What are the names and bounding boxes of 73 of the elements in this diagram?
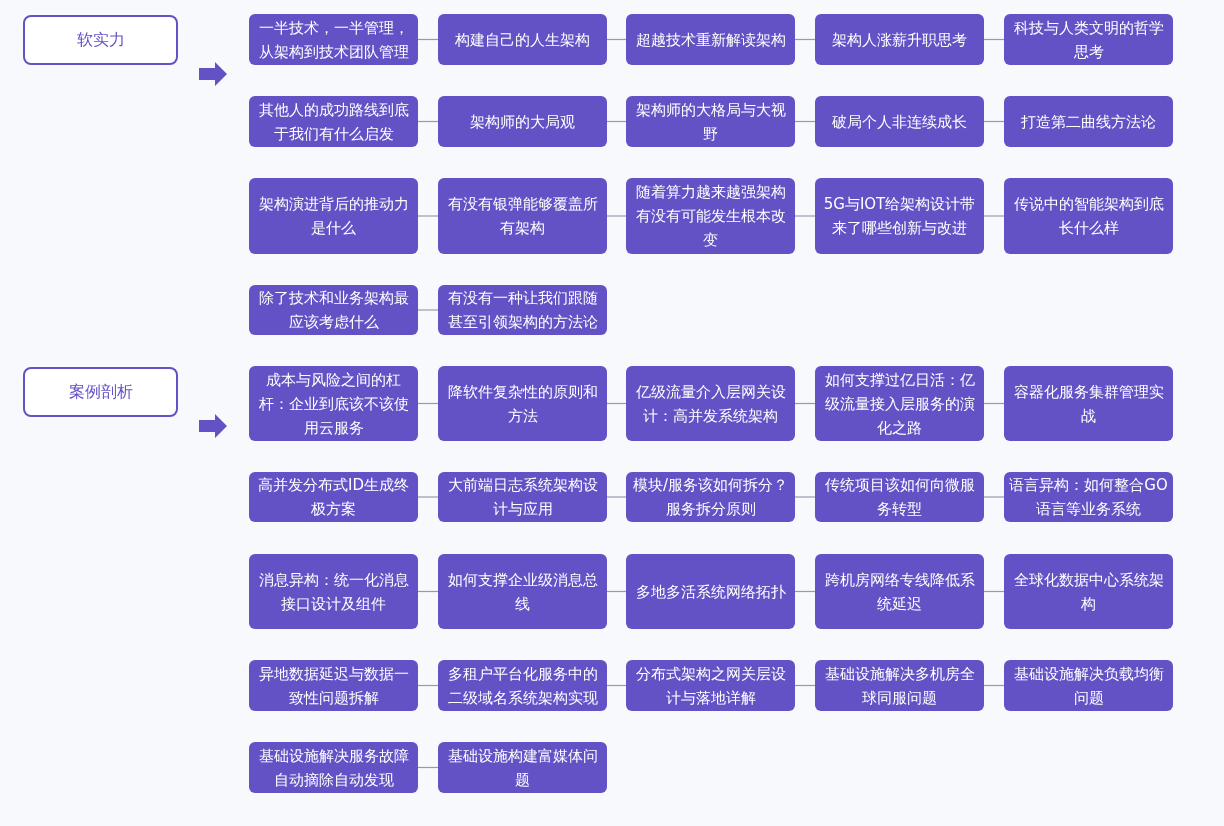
topic-box: 有没有一种让我们跟随甚至引领架构的方法论 xyxy=(438,285,607,335)
connector-line xyxy=(794,402,816,405)
connector-line xyxy=(417,215,439,217)
topic-box: 基础设施解决多机房全球同服问题 xyxy=(815,660,984,711)
connector-line xyxy=(794,215,816,217)
block-arrow xyxy=(199,414,227,438)
topic-box: 大前端日志系统架构设计与应用 xyxy=(438,472,607,522)
topic-box: 语言异构：如何整合GO语言等业务系统 xyxy=(1004,472,1173,522)
topic-box: 架构演进背后的推动力是什么 xyxy=(249,178,418,254)
connector-line xyxy=(417,120,439,123)
connector-line xyxy=(417,590,439,593)
topic-box: 如何支撑过亿日活：亿级流量接入层服务的演化之路 xyxy=(815,366,984,441)
topic-box: 架构师的大局观 xyxy=(438,96,607,147)
topic-box: 全球化数据中心系统架构 xyxy=(1004,554,1173,629)
connector-line xyxy=(606,590,627,593)
connector-line xyxy=(794,590,816,593)
connector-line xyxy=(794,496,816,498)
connector-line xyxy=(983,215,1005,217)
topic-box: 随着算力越来越强架构有没有可能发生根本改变 xyxy=(626,178,795,254)
topic-box: 传说中的智能架构到底长什么样 xyxy=(1004,178,1173,254)
topic-box: 构建自己的人生架构 xyxy=(438,14,607,65)
connector-line xyxy=(606,684,627,687)
connector-line xyxy=(983,684,1005,687)
connector-line xyxy=(606,402,627,405)
topic-box: 传统项目该如何向微服务转型 xyxy=(815,472,984,522)
connector-line xyxy=(983,120,1005,123)
topic-box: 模块/服务该如何拆分？服务拆分原则 xyxy=(626,472,795,522)
connector-line xyxy=(983,590,1005,593)
connector-line xyxy=(983,496,1005,498)
topic-box: 架构人涨薪升职思考 xyxy=(815,14,984,65)
topic-box: 降软件复杂性的原则和方法 xyxy=(438,366,607,441)
topic-box: 消息异构：统一化消息接口设计及组件 xyxy=(249,554,418,629)
connector-line xyxy=(606,120,627,123)
topic-box: 有没有银弹能够覆盖所有架构 xyxy=(438,178,607,254)
topic-box: 基础设施解决服务故障自动摘除自动发现 xyxy=(249,742,418,793)
category-box: 软实力 xyxy=(23,15,178,65)
connector-line xyxy=(794,684,816,687)
block-arrow xyxy=(199,62,227,86)
connector-line xyxy=(983,402,1005,405)
topic-box: 科技与人类文明的哲学思考 xyxy=(1004,14,1173,65)
topic-box: 超越技术重新解读架构 xyxy=(626,14,795,65)
connector-line xyxy=(606,215,627,217)
topic-box: 架构师的大格局与大视野 xyxy=(626,96,795,147)
topic-box: 异地数据延迟与数据一致性问题拆解 xyxy=(249,660,418,711)
topic-box: 跨机房网络专线降低系统延迟 xyxy=(815,554,984,629)
connector-line xyxy=(417,402,439,405)
connector-line xyxy=(606,496,627,498)
topic-box: 破局个人非连续成长 xyxy=(815,96,984,147)
topic-box: 基础设施构建富媒体问题 xyxy=(438,742,607,793)
topic-box: 其他人的成功路线到底于我们有什么启发 xyxy=(249,96,418,147)
connector-line xyxy=(983,38,1005,41)
connector-line xyxy=(417,684,439,687)
connector-line xyxy=(417,766,439,769)
topic-box: 多地多活系统网络拓扑 xyxy=(626,554,795,629)
connector-line xyxy=(794,38,816,41)
topic-box: 亿级流量介入层网关设计：高并发系统架构 xyxy=(626,366,795,441)
topic-box: 成本与风险之间的杠杆：企业到底该不该使用云服务 xyxy=(249,366,418,441)
topic-box: 容器化服务集群管理实战 xyxy=(1004,366,1173,441)
topic-box: 基础设施解决负载均衡问题 xyxy=(1004,660,1173,711)
topic-box: 高并发分布式ID生成终极方案 xyxy=(249,472,418,522)
topic-box: 分布式架构之网关层设计与落地详解 xyxy=(626,660,795,711)
topic-box: 除了技术和业务架构最应该考虑什么 xyxy=(249,285,418,335)
topic-box: 打造第二曲线方法论 xyxy=(1004,96,1173,147)
connector-line xyxy=(417,496,439,498)
topic-box: 如何支撑企业级消息总线 xyxy=(438,554,607,629)
connector-line xyxy=(417,309,439,311)
connector-line xyxy=(417,38,439,41)
category-box: 案例剖析 xyxy=(23,367,178,417)
connector-line xyxy=(606,38,627,41)
topic-box: 多租户平台化服务中的二级域名系统架构实现 xyxy=(438,660,607,711)
topic-box: 一半技术，一半管理，从架构到技术团队管理 xyxy=(249,14,418,65)
connector-line xyxy=(794,120,816,123)
topic-box: 5G与IOT给架构设计带来了哪些创新与改进 xyxy=(815,178,984,254)
